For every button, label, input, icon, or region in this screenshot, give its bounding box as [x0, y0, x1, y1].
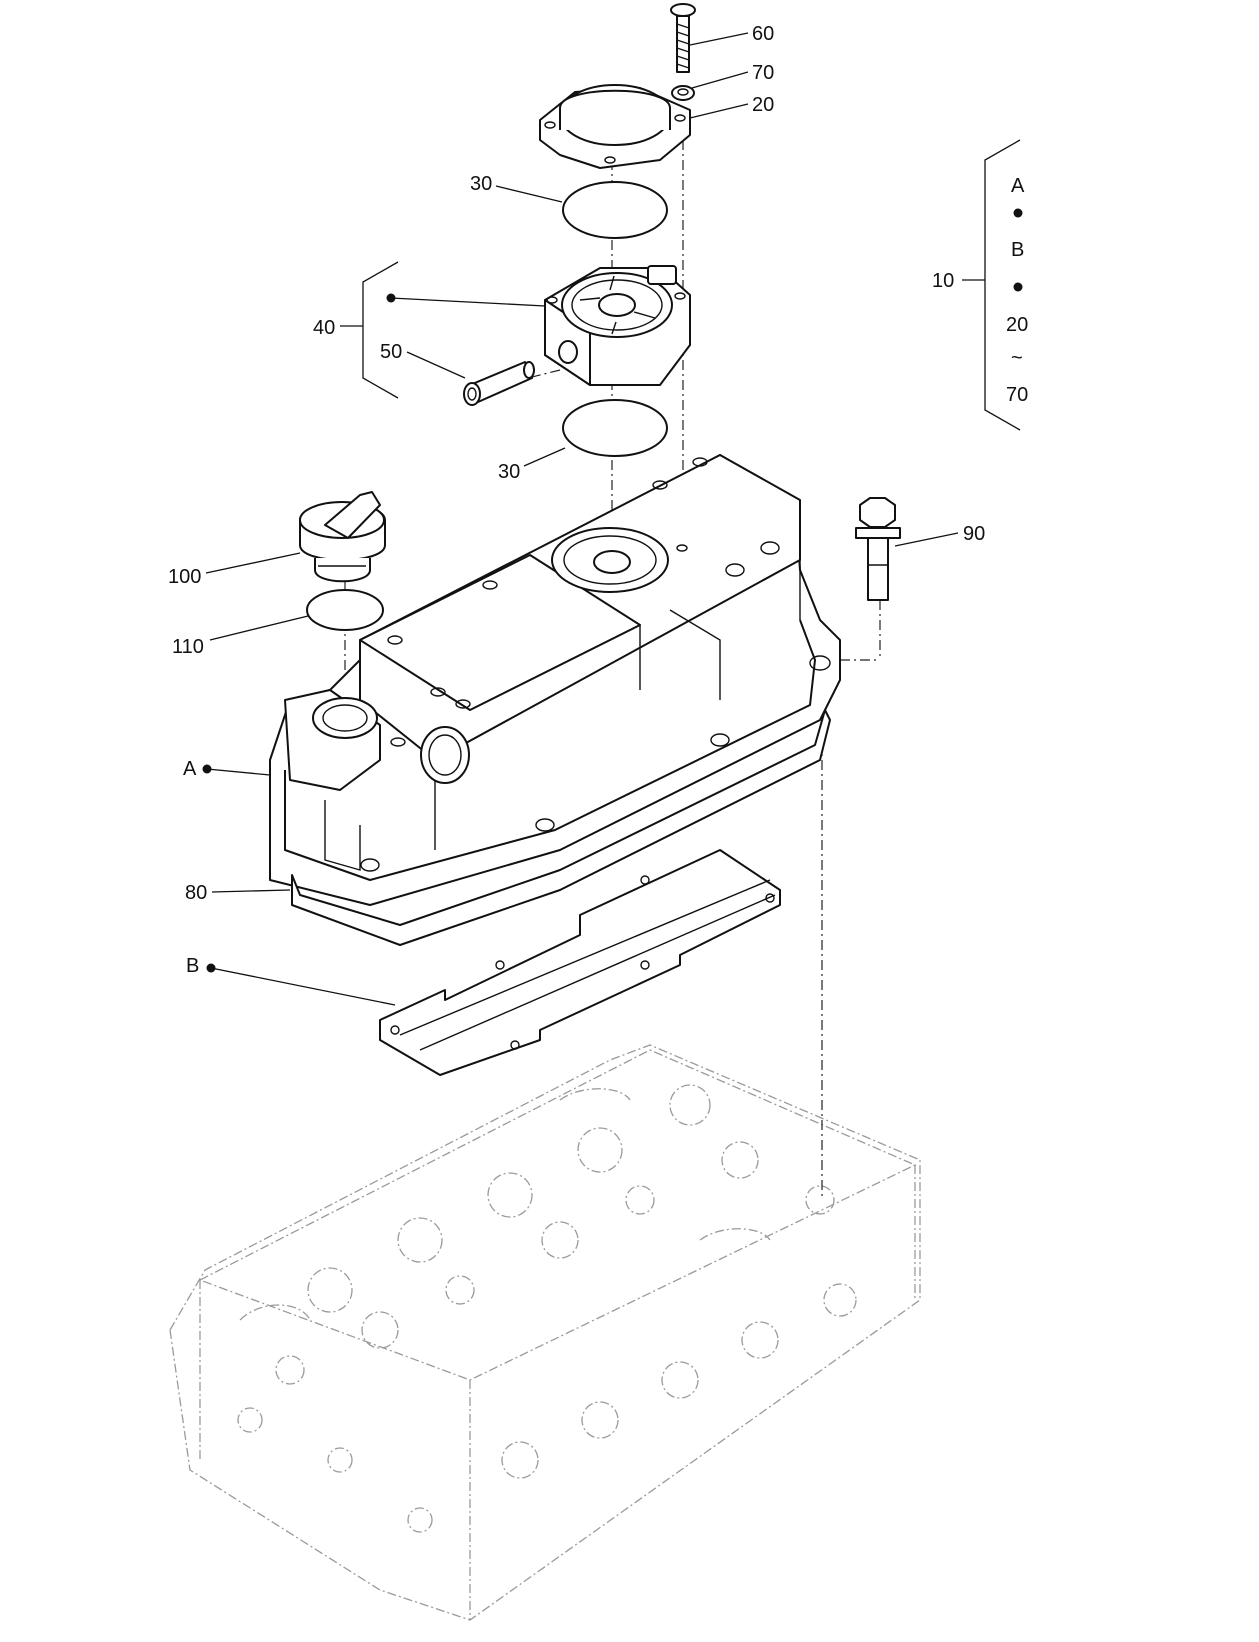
cylinder-head-phantom [169, 1044, 921, 1621]
callout-90: 90 [963, 523, 985, 545]
callout-20: 20 [752, 94, 774, 116]
callout-30-bottom: 30 [498, 461, 520, 483]
kit-legend-to: 70 [1006, 384, 1028, 406]
callout-a: A [183, 758, 197, 780]
callout-b: B [186, 955, 199, 977]
callout-50: 50 [380, 341, 402, 363]
breather-housing-part [544, 265, 691, 386]
callout-10: 10 [932, 270, 954, 292]
screw-part [670, 3, 696, 73]
oil-filler-cap-part [299, 491, 386, 583]
callout-100: 100 [168, 566, 201, 588]
kit-legend-range: ~ [1011, 347, 1023, 369]
callout-40: 40 [313, 317, 335, 339]
rocker-cover-part [269, 454, 841, 906]
kit-legend-a: A [1011, 175, 1025, 197]
callout-30-top: 30 [470, 173, 492, 195]
callout-80: 80 [185, 882, 207, 904]
callout-70: 70 [752, 62, 774, 84]
kit-legend-from: 20 [1006, 314, 1028, 336]
cover-gasket-part [291, 709, 831, 946]
leader-lines [202, 32, 1023, 1006]
housing-bracket [340, 261, 399, 399]
baffle-plate-part [379, 849, 781, 1076]
o-ring-bottom-part [562, 399, 668, 457]
washer-part [671, 85, 695, 101]
kit-bracket [962, 139, 1021, 431]
callout-60: 60 [752, 23, 774, 45]
kit-legend: A B 20 ~ 70 [1006, 175, 1028, 406]
callout-labels: 60 70 20 30 40 50 30 10 90 100 110 A 80 … [168, 23, 985, 977]
cap-o-ring-part [306, 589, 384, 631]
o-ring-top-part [562, 181, 668, 239]
bolt-part [855, 497, 901, 601]
breather-cover-part [539, 84, 691, 169]
callout-110: 110 [172, 636, 204, 658]
kit-legend-b: B [1011, 239, 1024, 261]
tube-fitting-part [463, 361, 535, 406]
